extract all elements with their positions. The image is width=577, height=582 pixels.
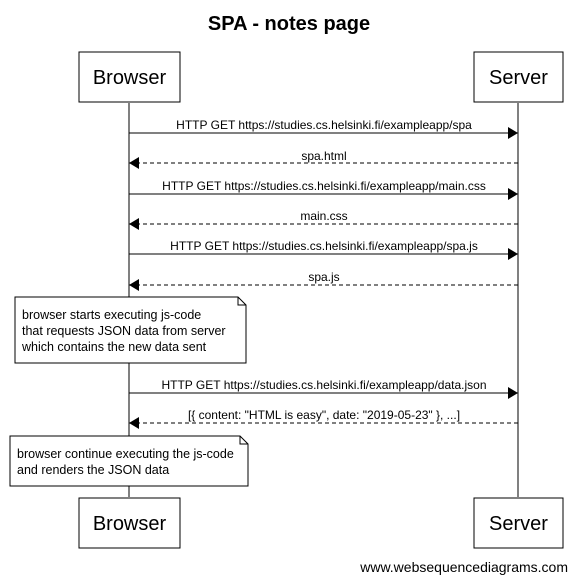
actor-server-label: Server (489, 67, 548, 89)
message-request: HTTP GET https://studies.cs.helsinki.fi/… (129, 179, 518, 200)
actor-server-label: Server (489, 513, 548, 535)
message-label: HTTP GET https://studies.cs.helsinki.fi/… (176, 118, 472, 132)
message-label: spa.js (308, 270, 339, 284)
message-request: HTTP GET https://studies.cs.helsinki.fi/… (129, 239, 518, 260)
actor-browser-bottom: Browser (78, 497, 181, 549)
message-response: spa.js (129, 270, 518, 291)
note-js-execution: browser starts executing js-code that re… (14, 296, 247, 364)
message-label: HTTP GET https://studies.cs.helsinki.fi/… (162, 179, 486, 193)
note-render-json: browser continue executing the js-code a… (9, 435, 249, 487)
message-request: HTTP GET https://studies.cs.helsinki.fi/… (129, 118, 518, 139)
note-line: that requests JSON data from server (22, 324, 226, 338)
actor-browser-label: Browser (93, 513, 167, 535)
note-line: which contains the new data sent (21, 340, 207, 354)
message-label: HTTP GET https://studies.cs.helsinki.fi/… (161, 378, 486, 392)
actor-browser-label: Browser (93, 67, 167, 89)
actor-browser-top: Browser (78, 51, 181, 103)
message-label: HTTP GET https://studies.cs.helsinki.fi/… (170, 239, 478, 253)
footer-watermark: www.websequencediagrams.com (359, 559, 568, 575)
message-label: spa.html (301, 149, 346, 163)
message-response: spa.html (129, 149, 518, 169)
message-response: [{ content: "HTML is easy", date: "2019-… (129, 408, 518, 429)
note-line: browser continue executing the js-code (17, 447, 234, 461)
actor-server-top: Server (473, 51, 564, 103)
note-line: browser starts executing js-code (22, 308, 201, 322)
actor-server-bottom: Server (473, 497, 564, 549)
diagram-title: SPA - notes page (208, 13, 370, 35)
message-response: main.css (129, 209, 518, 230)
message-request: HTTP GET https://studies.cs.helsinki.fi/… (129, 378, 518, 399)
message-label: [{ content: "HTML is easy", date: "2019-… (188, 408, 460, 422)
note-line: and renders the JSON data (17, 463, 169, 477)
message-label: main.css (300, 209, 347, 223)
